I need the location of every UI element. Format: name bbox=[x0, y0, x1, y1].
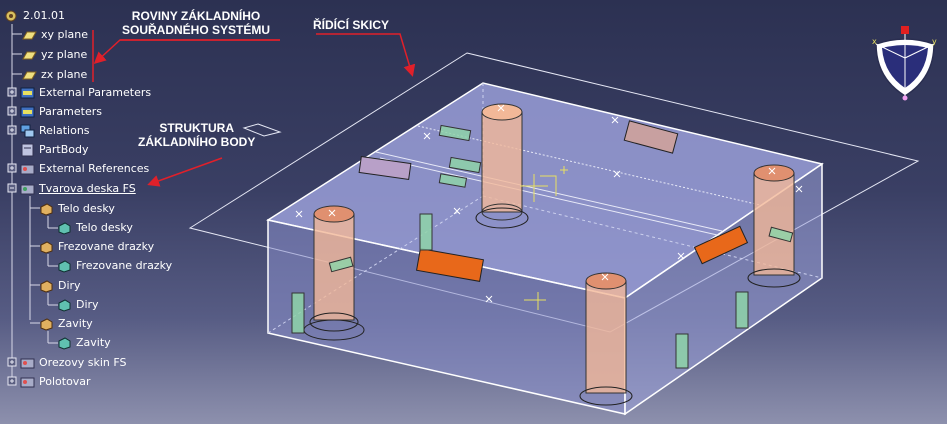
sketch-axis-markers bbox=[520, 166, 568, 310]
tree-item-label: Zavity bbox=[58, 317, 93, 330]
tree-item-label: Frezovane drazky bbox=[76, 259, 173, 272]
parameters-icon bbox=[20, 87, 35, 99]
plane-icon bbox=[22, 31, 37, 40]
tree-item-parameters[interactable]: Parameters bbox=[20, 104, 102, 120]
tree-item-diry[interactable]: Diry bbox=[39, 278, 81, 294]
pin-cylinders bbox=[303, 103, 801, 406]
compass-icon[interactable]: x y bbox=[868, 16, 942, 106]
milled-slots bbox=[358, 120, 749, 282]
tree-item-zavity-sub[interactable]: Zavity bbox=[57, 335, 111, 351]
tree-item-tvarova-deska-fs[interactable]: Tvarova deska FS bbox=[20, 181, 136, 197]
tree-item-label: Orezovy skin FS bbox=[39, 356, 127, 369]
tree-item-label: External References bbox=[39, 162, 150, 175]
parameters-icon bbox=[20, 106, 35, 118]
tree-item-label: xy plane bbox=[41, 28, 89, 41]
solid-feature-icon bbox=[58, 299, 71, 312]
tree-item-label: Frezovane drazky bbox=[58, 240, 155, 253]
tree-item-yz-plane[interactable]: yz plane bbox=[22, 47, 87, 63]
annotation-sketches: ŘÍDÍCÍ SKICY bbox=[313, 18, 389, 32]
tree-item-telo-desky[interactable]: Telo desky bbox=[39, 201, 115, 217]
annotation-body-line1: STRUKTURA bbox=[159, 121, 234, 135]
geometric-set-icon bbox=[20, 377, 35, 388]
tree-item-label: Polotovar bbox=[39, 375, 91, 388]
tree-item-polotovar[interactable]: Polotovar bbox=[20, 374, 91, 390]
tree-item-relations[interactable]: Relations bbox=[20, 123, 90, 139]
tree-lines bbox=[7, 24, 58, 386]
geometric-set-icon bbox=[20, 358, 35, 369]
plane-icon bbox=[22, 51, 37, 60]
tree-item-label: Telo desky bbox=[58, 202, 115, 215]
tree-item-label: Parameters bbox=[39, 105, 102, 118]
annotation-planes-line2: SOUŘADNÉHO SYSTÉMU bbox=[122, 23, 271, 37]
tree-item-label: Telo desky bbox=[76, 221, 133, 234]
svg-text:x: x bbox=[872, 37, 877, 46]
green-dowels bbox=[291, 124, 794, 369]
tree-item-orezovy-skin-fs[interactable]: Orezovy skin FS bbox=[20, 355, 126, 371]
annotation-body-line2: ZÁKLADNÍHO BODY bbox=[138, 135, 256, 149]
tree-item-frezovane-drazky[interactable]: Frezovane drazky bbox=[39, 239, 154, 255]
tree-item-external-parameters[interactable]: External Parameters bbox=[20, 85, 151, 101]
solid-feature-icon bbox=[40, 241, 53, 254]
tree-item-external-references[interactable]: External References bbox=[20, 161, 149, 177]
tree-item-telo-desky-sub[interactable]: Telo desky bbox=[57, 220, 133, 236]
tree-root[interactable]: 2.01.01 bbox=[4, 8, 65, 24]
annotation-planes: ROVINY ZÁKLADNÍHO SOUŘADNÉHO SYSTÉMU bbox=[122, 9, 270, 37]
solid-feature-icon bbox=[58, 337, 71, 350]
tree-item-zx-plane[interactable]: zx plane bbox=[22, 67, 87, 83]
tree-item-frezovane-drazky-sub[interactable]: Frezovane drazky bbox=[57, 258, 172, 274]
x-markers bbox=[295, 104, 803, 303]
solid-feature-icon bbox=[40, 280, 53, 293]
tree-item-label: Zavity bbox=[76, 336, 111, 349]
tree-item-label: Diry bbox=[58, 279, 81, 292]
tree-item-label: Relations bbox=[39, 124, 90, 137]
relations-icon bbox=[20, 124, 35, 138]
plane-icon bbox=[22, 71, 37, 80]
tree-item-label: yz plane bbox=[41, 48, 88, 61]
tree-item-label: External Parameters bbox=[39, 86, 152, 99]
geometric-set-icon bbox=[20, 164, 35, 175]
tree-item-diry-sub[interactable]: Diry bbox=[57, 297, 99, 313]
tree-item-label: Diry bbox=[76, 298, 99, 311]
part-gear-icon bbox=[5, 10, 17, 22]
solid-feature-icon bbox=[40, 318, 53, 331]
specification-tree: 2.01.01 xy plane yz plane zx plane Exter… bbox=[0, 0, 260, 424]
annotation-planes-line1: ROVINY ZÁKLADNÍHO bbox=[131, 9, 261, 23]
body-icon bbox=[21, 143, 34, 157]
annotation-sketches-text: ŘÍDÍCÍ SKICY bbox=[313, 18, 390, 32]
solid-feature-icon bbox=[58, 260, 71, 273]
solid-feature-icon bbox=[58, 222, 71, 235]
tree-root-label: 2.01.01 bbox=[23, 9, 65, 22]
tree-item-zavity[interactable]: Zavity bbox=[39, 316, 93, 332]
part-block[interactable] bbox=[266, 82, 824, 416]
tree-item-label: Tvarova deska FS bbox=[39, 182, 136, 195]
solid-feature-icon bbox=[40, 203, 53, 216]
tree-item-label: zx plane bbox=[41, 68, 88, 81]
annotation-body-structure: STRUKTURA ZÁKLADNÍHO BODY bbox=[138, 121, 255, 149]
tree-item-xy-plane[interactable]: xy plane bbox=[22, 27, 88, 43]
svg-text:y: y bbox=[932, 37, 937, 46]
tree-item-label: PartBody bbox=[39, 143, 89, 156]
geometric-set-icon bbox=[20, 184, 35, 195]
tree-item-partbody[interactable]: PartBody bbox=[20, 142, 88, 158]
